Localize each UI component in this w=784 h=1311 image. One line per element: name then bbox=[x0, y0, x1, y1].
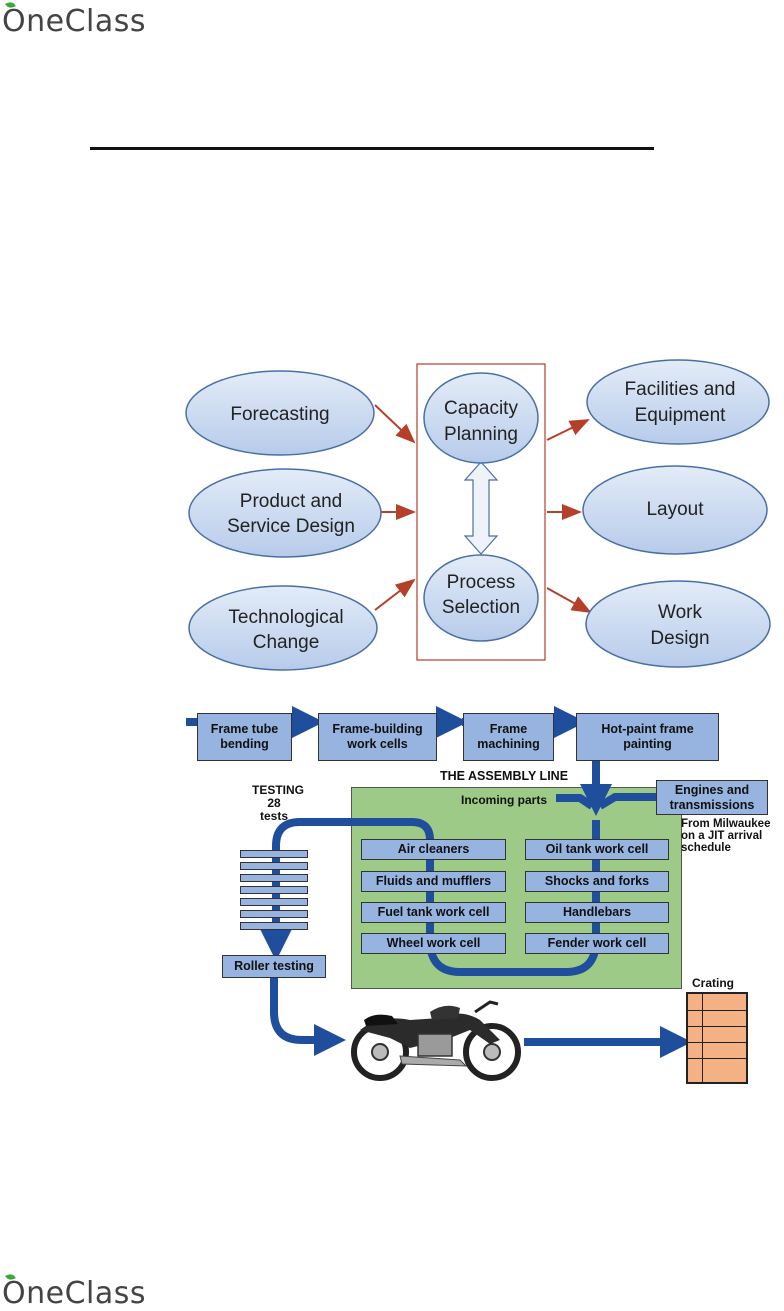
arrow-forecasting bbox=[374, 404, 416, 444]
oval-product-design-line1: Product and bbox=[240, 491, 342, 512]
flow-engines bbox=[597, 793, 658, 810]
testing-label: TESTING 28 tests bbox=[252, 783, 305, 823]
test-station bbox=[240, 850, 308, 858]
step-frame-building: Frame-building work cells bbox=[318, 713, 437, 761]
flow-roller-to-bike bbox=[270, 978, 346, 1056]
cell-wheel: Wheel work cell bbox=[361, 933, 506, 954]
milwaukee-note: From Milwaukee on a JIT arrival schedule bbox=[681, 818, 770, 854]
test-station bbox=[240, 862, 308, 870]
oval-process-selection: Process Selection bbox=[423, 554, 539, 642]
arrow-technological bbox=[374, 578, 416, 611]
test-station bbox=[240, 886, 308, 894]
oval-forecasting: Forecasting bbox=[185, 370, 375, 456]
center-frame bbox=[416, 363, 546, 661]
crating-label: Crating bbox=[692, 976, 734, 990]
oval-layout: Layout bbox=[582, 465, 768, 555]
roller-testing-box: Roller testing bbox=[222, 955, 326, 978]
test-station bbox=[240, 874, 308, 882]
cell-air-cleaners: Air cleaners bbox=[361, 839, 506, 860]
oval-work-line2: Design bbox=[650, 628, 709, 649]
oval-facilities-line2: Equipment bbox=[635, 405, 727, 426]
step-frame-machining: Frame machining bbox=[463, 713, 554, 761]
oval-facilities: Facilities and Equipment bbox=[586, 359, 770, 445]
oval-process-line1: Process bbox=[447, 572, 516, 593]
cell-fuel-tank: Fuel tank work cell bbox=[361, 902, 506, 923]
flow-incoming-parts bbox=[556, 794, 595, 810]
incoming-parts-label: Incoming parts bbox=[461, 793, 548, 807]
oval-capacity-line2: Planning bbox=[444, 424, 518, 445]
milwaukee-line-3: schedule bbox=[681, 842, 731, 854]
test-station bbox=[240, 910, 308, 918]
capacity-planning-diagram: Forecasting Product and Service Design T… bbox=[185, 359, 771, 671]
logo-text: OneClass bbox=[2, 4, 147, 39]
assembly-line-title: THE ASSEMBLY LINE bbox=[440, 769, 569, 783]
oval-capacity-line1: Capacity bbox=[444, 398, 518, 419]
oval-layout-text: Layout bbox=[646, 499, 704, 520]
oval-product-design: Product and Service Design bbox=[188, 468, 382, 558]
logo-text: OneClass bbox=[2, 1276, 147, 1311]
oneclass-logo-footer: OneClass bbox=[2, 1272, 147, 1311]
testing-line-1: TESTING bbox=[252, 783, 305, 797]
step-hot-paint: Hot-paint frame painting bbox=[576, 713, 719, 761]
step-frame-tube-bending: Frame tube bending bbox=[197, 713, 292, 761]
test-station bbox=[240, 898, 308, 906]
double-arrow-icon bbox=[463, 461, 499, 555]
milwaukee-line-2: on a JIT arrival bbox=[681, 830, 763, 842]
oval-product-design-line2: Service Design bbox=[227, 516, 355, 537]
cell-shocks-forks: Shocks and forks bbox=[525, 871, 669, 892]
test-station bbox=[240, 922, 308, 930]
cell-oil-tank: Oil tank work cell bbox=[525, 839, 669, 860]
oval-capacity-planning: Capacity Planning bbox=[423, 372, 539, 464]
crate-icon bbox=[686, 992, 748, 1084]
arrow-facilities bbox=[546, 419, 590, 441]
milwaukee-line-1: From Milwaukee bbox=[681, 818, 771, 830]
oval-technological-line2: Change bbox=[253, 632, 320, 653]
motorcycle-icon bbox=[351, 1000, 521, 1081]
cell-fender: Fender work cell bbox=[525, 933, 669, 954]
heading-rule bbox=[90, 147, 654, 150]
cell-handlebars: Handlebars bbox=[525, 902, 669, 923]
oval-technological-change: Technological Change bbox=[188, 585, 378, 671]
arrow-work-design bbox=[546, 587, 592, 613]
engines-box: Engines and transmissions bbox=[656, 780, 768, 815]
cell-fluids-mufflers: Fluids and mufflers bbox=[361, 871, 506, 892]
oneclass-logo: OneClass bbox=[2, 0, 147, 39]
oval-work-line1: Work bbox=[658, 602, 702, 623]
oval-work-design: Work Design bbox=[585, 580, 771, 668]
oval-process-line2: Selection bbox=[442, 597, 520, 618]
oval-technological-line1: Technological bbox=[228, 607, 343, 628]
testing-line-2: 28 tests bbox=[259, 796, 288, 823]
oval-forecasting-text: Forecasting bbox=[230, 404, 329, 425]
oval-facilities-line1: Facilities and bbox=[625, 379, 736, 400]
